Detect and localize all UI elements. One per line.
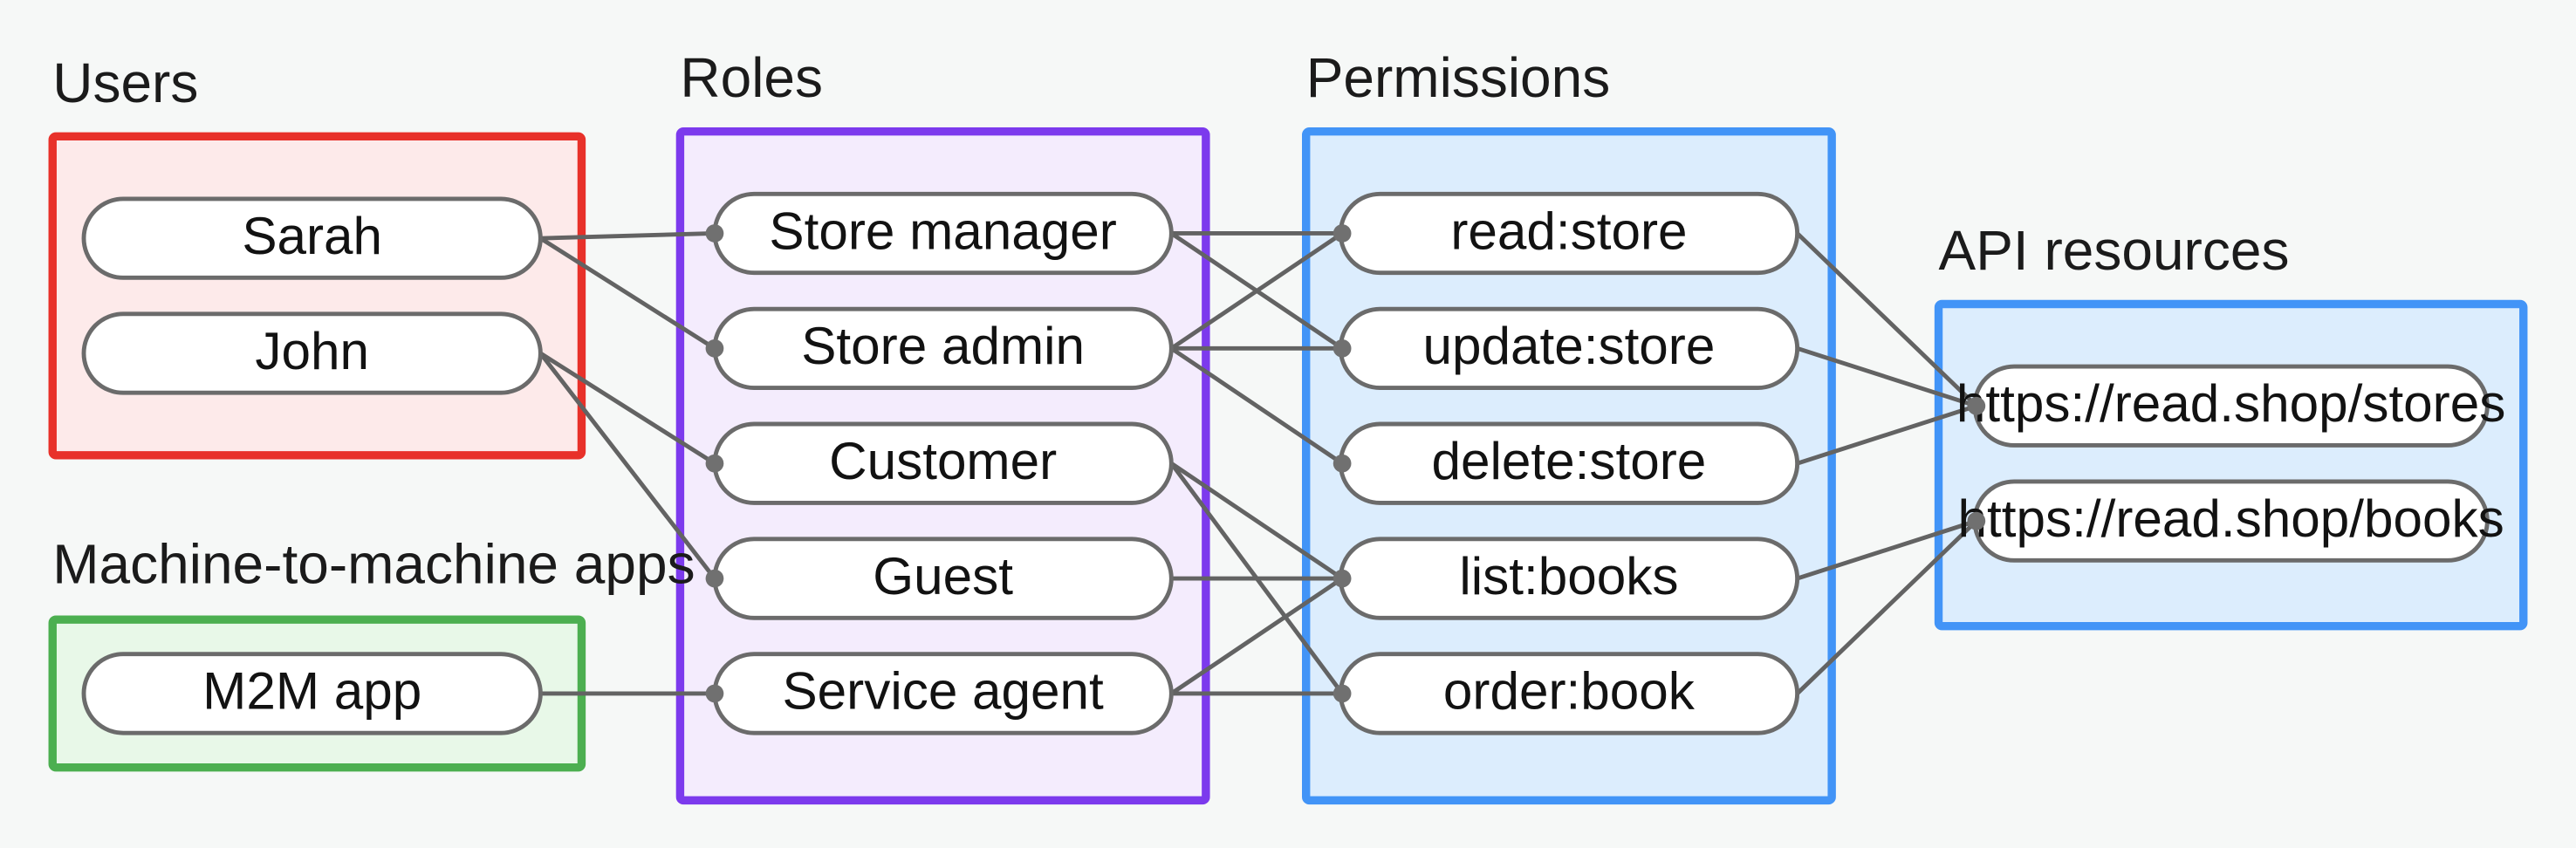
group-title-users: Users — [52, 51, 198, 114]
edge-store-admin-to-delete-store — [1169, 346, 1344, 466]
edge-service-agent-to-list-books — [1169, 577, 1344, 695]
node-label-read-store: read:store — [1450, 201, 1687, 260]
edge-dot-order-book — [1333, 684, 1352, 703]
node-list-books[interactable]: list:books — [1338, 537, 1800, 620]
edge-dot-customer — [705, 454, 724, 473]
node-label-order-book: order:book — [1443, 661, 1696, 721]
node-label-m2m-app: M2M app — [202, 661, 421, 721]
node-label-update-store: update:store — [1422, 316, 1715, 375]
node-https-read-shop-books[interactable]: https://read.shop/books — [1958, 479, 2504, 563]
node-guest[interactable]: Guest — [712, 537, 1174, 620]
edge-dot-delete-store — [1333, 454, 1352, 473]
edge-john-to-customer — [539, 351, 716, 466]
node-m2m-app[interactable]: M2M app — [81, 652, 543, 735]
node-label-https-read-shop-books: https://read.shop/books — [1958, 489, 2504, 548]
edge-layer — [538, 231, 1978, 696]
edge-order-book-to-https-read-shop-books — [1795, 519, 1978, 695]
group-title-m2m: Machine-to-machine apps — [52, 533, 695, 596]
node-label-john: John — [255, 321, 369, 380]
edge-dot-list-books — [1333, 569, 1352, 588]
edge-dot-read-store — [1333, 224, 1352, 243]
node-label-store-manager: Store manager — [769, 201, 1116, 260]
edge-update-store-to-https-read-shop-stores — [1796, 346, 1977, 408]
node-service-agent[interactable]: Service agent — [712, 652, 1174, 735]
node-store-manager[interactable]: Store manager — [712, 191, 1174, 276]
edge-delete-store-to-https-read-shop-stores — [1796, 403, 1977, 466]
node-customer[interactable]: Customer — [712, 421, 1174, 505]
edge-dot-layer — [705, 224, 1986, 703]
node-delete-store[interactable]: delete:store — [1338, 421, 1800, 505]
edge-sarah-to-store-manager — [540, 231, 716, 241]
edge-dot-store-admin — [705, 339, 724, 358]
node-label-store-admin: Store admin — [801, 316, 1085, 375]
group-box-users — [48, 132, 586, 460]
group-box-api — [1934, 299, 2528, 631]
edge-dot-service-agent — [705, 684, 724, 703]
edge-store-admin-to-read-store — [1169, 231, 1344, 351]
node-label-service-agent: Service agent — [782, 661, 1104, 721]
node-https-read-shop-stores[interactable]: https://read.shop/stores — [1956, 364, 2505, 448]
edge-dot-guest — [705, 569, 724, 588]
node-label-sarah: Sarah — [242, 206, 382, 265]
edge-dot-update-store — [1333, 339, 1352, 358]
edge-dot-https-read-shop-books — [1967, 511, 1986, 530]
edge-dot-store-manager — [705, 224, 724, 243]
node-label-delete-store: delete:store — [1432, 431, 1707, 490]
edge-list-books-to-https-read-shop-books — [1796, 518, 1977, 581]
node-order-book[interactable]: order:book — [1338, 652, 1800, 735]
edge-customer-to-list-books — [1169, 462, 1344, 581]
edge-dot-https-read-shop-stores — [1967, 396, 1986, 415]
node-label-guest: Guest — [873, 546, 1013, 605]
node-read-store[interactable]: read:store — [1338, 191, 1800, 276]
node-john[interactable]: John — [81, 311, 543, 395]
group-title-roles: Roles — [680, 46, 823, 109]
edge-john-to-guest — [538, 352, 716, 580]
node-label-customer: Customer — [829, 431, 1057, 490]
node-label-list-books: list:books — [1459, 546, 1678, 605]
node-sarah[interactable]: Sarah — [81, 196, 543, 280]
node-shape-m2m-app[interactable] — [81, 652, 543, 735]
edge-sarah-to-store-admin — [539, 236, 716, 351]
node-store-admin[interactable]: Store admin — [712, 306, 1174, 391]
edge-read-store-to-https-read-shop-stores — [1795, 231, 1978, 408]
node-update-store[interactable]: update:store — [1338, 306, 1800, 391]
node-shape-john[interactable] — [81, 311, 543, 395]
group-title-api: API resources — [1939, 219, 2290, 282]
node-label-https-read-shop-stores: https://read.shop/stores — [1956, 373, 2505, 433]
node-shape-sarah[interactable] — [81, 196, 543, 280]
group-title-permissions: Permissions — [1306, 46, 1611, 109]
